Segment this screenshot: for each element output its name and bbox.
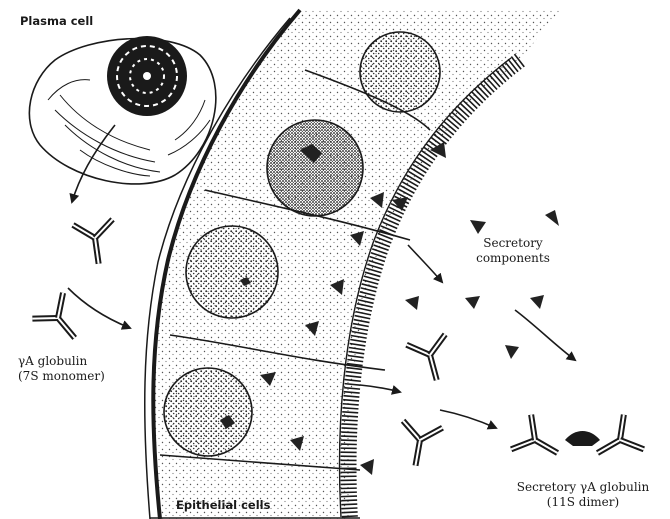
nucleus-1 <box>360 32 440 112</box>
nucleus-3 <box>186 226 278 318</box>
ya-globulin-label: γA globulin (7S monomer) <box>18 354 105 384</box>
secretory-components-label: Secretory components <box>468 236 558 266</box>
secretory-ya-globulin-label: Secretory γA globulin (11S dimer) <box>498 480 668 510</box>
secretory-components-line2: components <box>468 251 558 266</box>
plasma-cell <box>29 36 215 184</box>
secretory-ya-line2: (11S dimer) <box>498 495 668 510</box>
secretory-dimer-icon <box>511 415 644 471</box>
ya-globulin-line2: (7S monomer) <box>18 369 105 384</box>
nucleus-4 <box>164 368 252 456</box>
secretory-components-line1: Secretory <box>468 236 558 251</box>
plasma-cell-label: Plasma cell <box>20 14 93 29</box>
ya-globulin-line1: γA globulin <box>18 354 105 369</box>
secretory-ya-line1: Secretory γA globulin <box>498 480 668 495</box>
epithelial-cells-label: Epithelial cells <box>176 498 270 513</box>
nucleus-2 <box>267 120 363 216</box>
